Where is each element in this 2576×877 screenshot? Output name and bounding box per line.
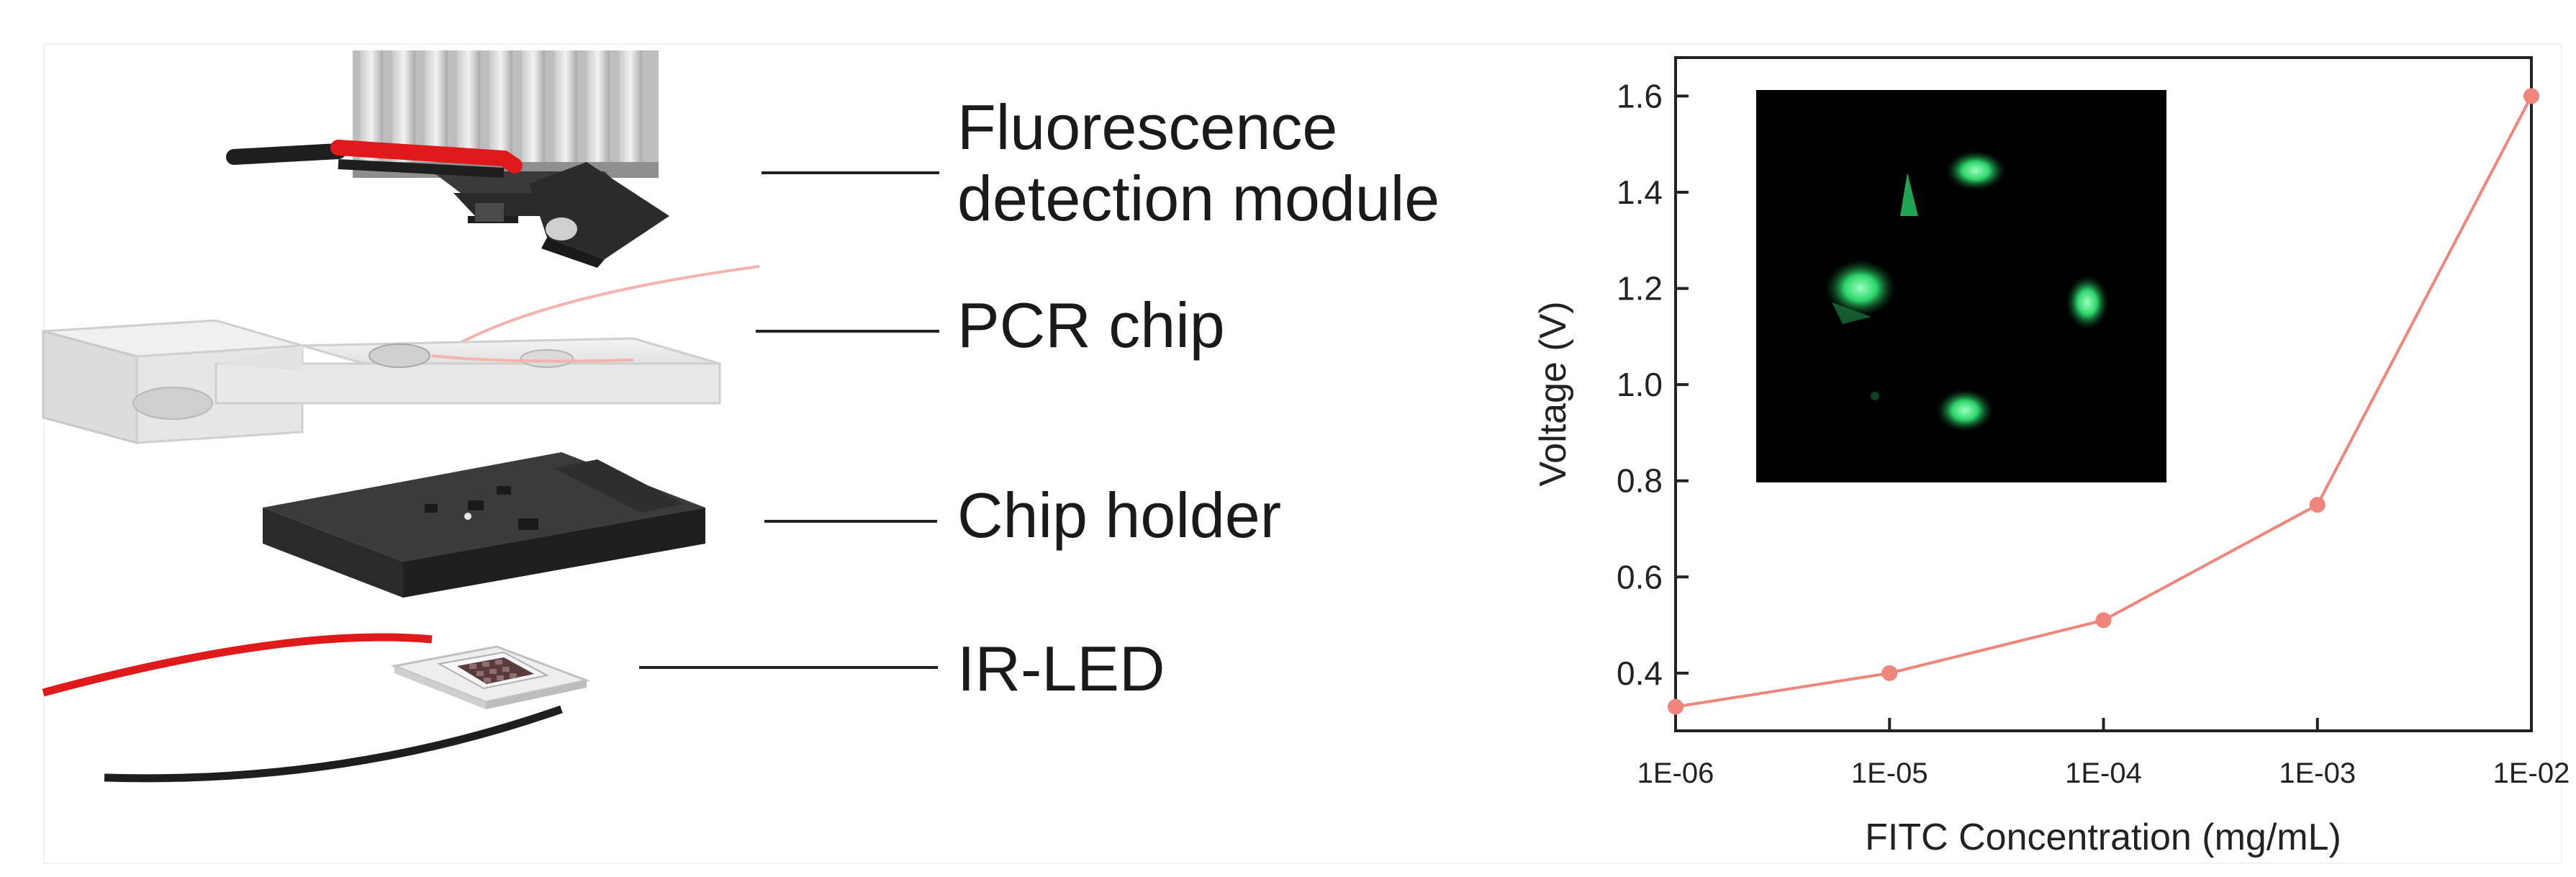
x-tick-label: 1E-02 xyxy=(2493,757,2570,789)
data-point xyxy=(2095,612,2112,629)
label-fluorescence-line1: Fluorescence xyxy=(957,91,1338,163)
x-tick-label: 1E-03 xyxy=(2279,757,2356,789)
y-tick-label: 1.2 xyxy=(1617,270,1663,307)
label-fluorescence-line2: detection module xyxy=(957,162,1440,234)
leader-line-fluorescence xyxy=(761,171,939,174)
label-chip-holder: Chip holder xyxy=(957,480,1282,551)
leader-line-pcr-chip xyxy=(756,330,939,333)
fluorescent-chamber-icon xyxy=(1945,150,2006,191)
y-tick-label: 1.0 xyxy=(1617,366,1663,403)
x-axis-label: FITC Concentration (mg/mL) xyxy=(1865,817,2341,858)
label-fluorescence-module: Fluorescence detection module xyxy=(957,91,1440,234)
red-wire-icon xyxy=(42,633,433,697)
chip-holder-icon xyxy=(263,452,705,598)
y-tick-label: 0.6 xyxy=(1617,558,1663,595)
x-tick-label: 1E-06 xyxy=(1637,757,1714,789)
data-point xyxy=(1668,698,1684,715)
leader-line-ir-led xyxy=(639,666,938,669)
pcr-chip-icon xyxy=(42,319,721,444)
fluorescence-module-icon xyxy=(226,50,760,361)
label-pcr-chip: PCR chip xyxy=(957,289,1225,361)
data-point xyxy=(1881,665,1898,681)
leader-line-chip-holder xyxy=(764,520,937,523)
y-tick-label: 1.4 xyxy=(1617,174,1663,211)
y-tick-label: 1.6 xyxy=(1617,77,1663,114)
red-wire-icon xyxy=(330,140,523,174)
data-point xyxy=(2523,88,2539,104)
inset-fluorescence-image xyxy=(1756,90,2166,482)
black-wire-icon xyxy=(226,143,346,165)
fluorescent-chamber-icon xyxy=(2066,275,2109,330)
x-tick-label: 1E-04 xyxy=(2065,757,2142,789)
fluorescent-chamber-icon xyxy=(1936,389,1994,432)
data-point xyxy=(2309,497,2326,513)
black-wire-icon xyxy=(104,705,563,783)
ir-led-icon xyxy=(42,633,591,783)
label-ir-led: IR-LED xyxy=(957,633,1165,704)
y-axis-label: Voltage (V) xyxy=(1532,301,1574,486)
y-tick-label: 0.4 xyxy=(1617,655,1663,692)
x-tick-label: 1E-05 xyxy=(1851,757,1928,789)
voltage-chart: 0.4 0.6 0.8 1.0 1.2 1.4 1.6 1E-06 1E-05 1E-04 1E-… xyxy=(1532,56,2570,858)
fluorescent-chamber-icon xyxy=(1825,259,1897,317)
y-tick-label: 0.8 xyxy=(1617,462,1663,500)
